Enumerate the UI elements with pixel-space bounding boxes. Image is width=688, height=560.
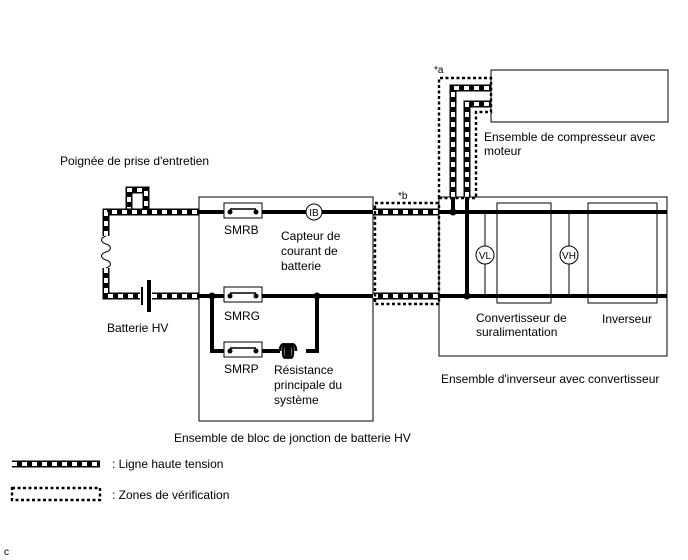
marker-b: *b	[398, 191, 408, 202]
resistor-label-line3: système	[274, 393, 319, 407]
legend-check-zone-swatch	[10, 486, 102, 502]
ib-label: IB	[309, 208, 319, 219]
compressor-box	[490, 69, 669, 123]
junction-block-box	[198, 196, 374, 422]
current-sensor-label-line2: courant de	[281, 244, 338, 258]
battery-icon	[141, 280, 151, 312]
resistor-label-line2: principale du	[274, 378, 342, 392]
marker-a: *a	[434, 65, 444, 76]
junction-dot	[449, 208, 457, 216]
service-plug-fuse-icon	[101, 235, 111, 269]
converter-label-line2: suralimentation	[476, 325, 557, 339]
smrg-relay-icon	[223, 286, 263, 303]
resistor-label-line1: Résistance	[274, 363, 334, 377]
converter-label-line1: Convertisseur de	[476, 311, 567, 325]
smrg-label: SMRG	[224, 309, 260, 323]
hv-line-to-compressor-inner	[463, 100, 491, 197]
boost-converter-box	[496, 202, 552, 304]
current-sensor-icon	[305, 203, 323, 221]
hv-line-battery-positive	[102, 208, 199, 236]
smrb-relay-icon	[223, 202, 263, 219]
current-sensor-label-line3: batterie	[281, 259, 321, 273]
hv-line-to-compressor-outer	[449, 84, 491, 197]
smrp-relay-icon	[223, 341, 263, 358]
vl-sensor-icon	[475, 245, 495, 265]
inverter-assembly-label: Ensemble d'inverseur avec convertisseur	[441, 372, 659, 386]
vh-sensor-icon	[559, 245, 579, 265]
service-plug-label: Poignée de prise d'entretien	[60, 154, 209, 168]
vl-label: VL	[479, 251, 492, 262]
current-sensor-label-line1: Capteur de	[281, 229, 341, 243]
legend-check-zone-label: : Zones de vérification	[112, 488, 229, 502]
hv-line-battery-mid	[102, 268, 140, 300]
resistor-icon	[278, 343, 298, 359]
inverter-label: Inverseur	[602, 312, 652, 326]
precharge-branch-left	[210, 296, 224, 353]
junction-dot	[208, 292, 216, 300]
check-zone-b	[373, 201, 441, 306]
smrb-label: SMRB	[224, 223, 259, 237]
inverter-box	[587, 202, 658, 304]
junction-dot	[463, 292, 471, 300]
corner-code: c	[4, 547, 9, 558]
hv-battery-label: Batterie HV	[107, 321, 168, 335]
precharge-branch-return	[306, 296, 319, 353]
smrp-label: SMRP	[224, 362, 259, 376]
compressor-label-line1: Ensemble de compresseur avec	[484, 130, 655, 144]
check-zone-a	[437, 76, 493, 200]
vh-label: VH	[562, 251, 576, 262]
junction-dot	[313, 292, 321, 300]
service-plug	[125, 186, 150, 212]
legend-hv-line-label: : Ligne haute tension	[112, 457, 223, 471]
compressor-label-line2: moteur	[484, 144, 521, 158]
junction-block-label: Ensemble de bloc de jonction de batterie…	[174, 431, 411, 445]
